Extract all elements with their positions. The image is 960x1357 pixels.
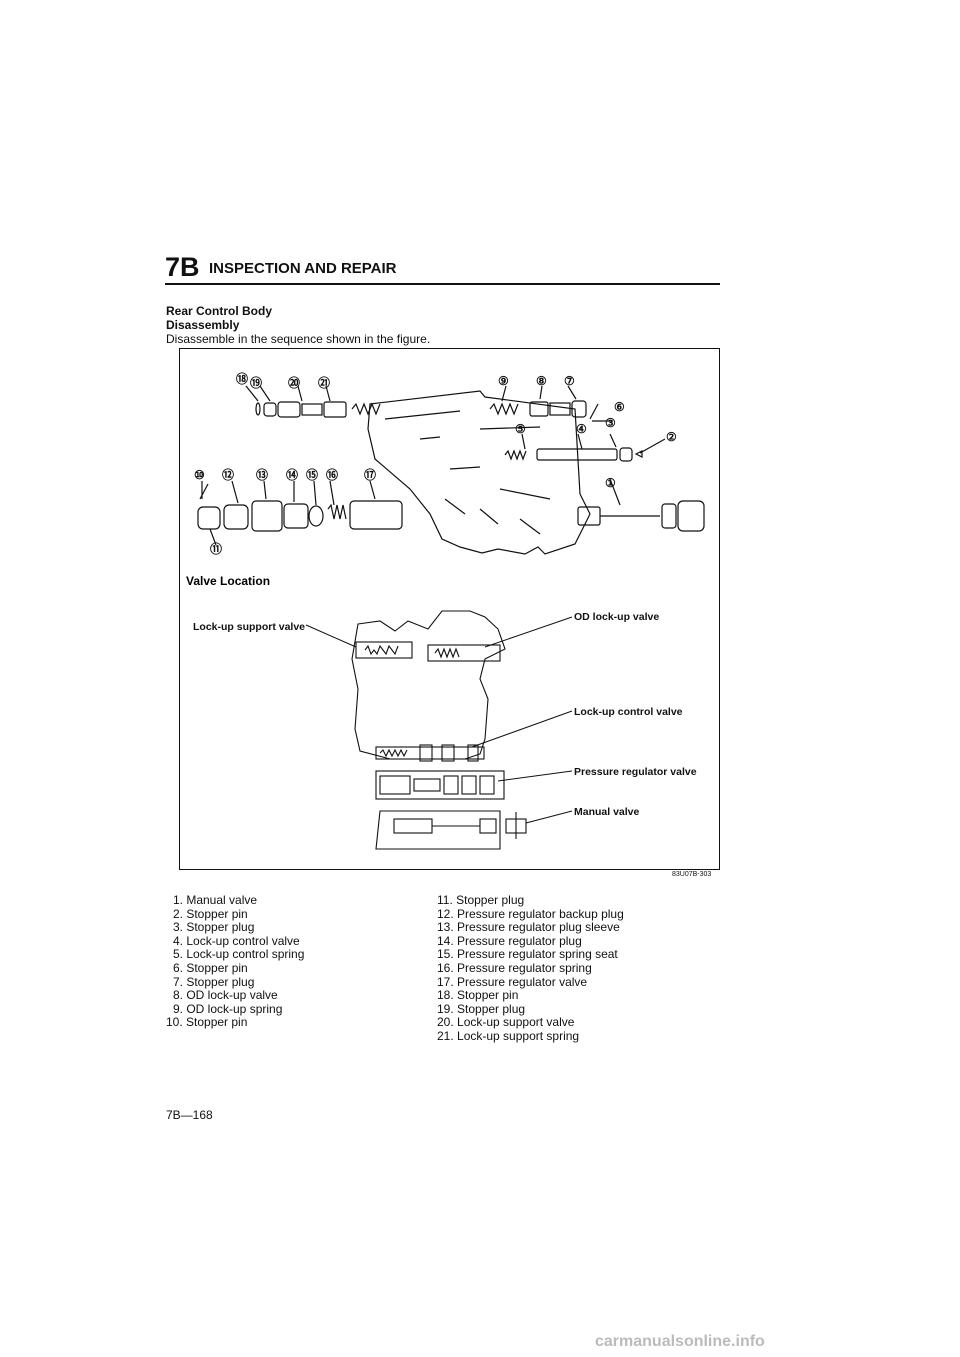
callout-18: ⑱	[236, 371, 248, 386]
list-item: 5. Lock-up control spring	[173, 947, 305, 962]
figure-code: 83U07B-303	[672, 871, 712, 878]
valve-diagram: ⑱ ⑲ ⑳ ㉑ ⑨ ⑧ ⑦ ⑥ ⑤ ④ ③ ② ① ⑩ ⑫ ⑬ ⑭ ⑮ ⑯ ⑰ …	[186, 371, 705, 850]
label-od-lockup-valve: OD lock-up valve	[574, 611, 659, 623]
list-item: 4. Lock-up control valve	[173, 933, 300, 948]
callout-12: ⑫	[222, 467, 234, 482]
section-subheading: Disassembly	[166, 318, 240, 332]
list-item: 16. Pressure regulator spring	[437, 960, 592, 975]
label-pressure-regulator-valve: Pressure regulator valve	[574, 766, 697, 778]
list-item: 10. Stopper pin	[166, 1015, 248, 1030]
section-code: 7B	[165, 252, 200, 282]
callout-2: ②	[666, 430, 677, 444]
parts-list-left: 1. Manual valve 2. Stopper pin 3. Stoppe…	[166, 893, 305, 1030]
list-item: 6. Stopper pin	[173, 960, 248, 975]
list-item: 11. Stopper plug	[437, 893, 525, 907]
callout-21: ㉑	[318, 375, 330, 390]
callout-9: ⑨	[498, 374, 509, 388]
callout-5: ⑤	[515, 422, 526, 436]
parts-list-right: 11. Stopper plug 12. Pressure regulator …	[437, 893, 624, 1044]
callout-3: ③	[605, 416, 616, 430]
section-instruction: Disassemble in the sequence shown in the…	[166, 332, 431, 346]
list-item: 12. Pressure regulator backup plug	[437, 906, 624, 921]
list-item: 7. Stopper plug	[173, 974, 255, 989]
callout-19: ⑲	[250, 375, 262, 390]
callout-20: ⑳	[288, 375, 300, 390]
callout-4: ④	[576, 422, 587, 436]
list-item: 20. Lock-up support valve	[437, 1015, 575, 1030]
callout-1: ①	[605, 476, 616, 490]
list-item: 2. Stopper pin	[173, 906, 248, 921]
list-item: 17. Pressure regulator valve	[437, 974, 588, 989]
list-item: 9. OD lock-up spring	[173, 1001, 283, 1016]
control-body-plate	[367, 390, 591, 555]
list-item: 18. Stopper pin	[437, 988, 519, 1003]
list-item: 8. OD lock-up valve	[173, 988, 278, 1003]
callout-15: ⑮	[306, 467, 318, 482]
label-lockup-control-valve: Lock-up control valve	[574, 706, 683, 718]
callout-6: ⑥	[614, 400, 625, 414]
list-item: 15. Pressure regulator spring seat	[437, 947, 618, 962]
label-lockup-support-valve: Lock-up support valve	[193, 621, 305, 633]
label-manual-valve: Manual valve	[574, 806, 640, 818]
page-number: 7B—168	[166, 1108, 213, 1122]
callout-7: ⑦	[564, 374, 575, 388]
list-item: 21. Lock-up support spring	[437, 1028, 580, 1043]
list-item: 19. Stopper plug	[437, 1001, 526, 1016]
callout-8: ⑧	[536, 374, 547, 388]
callout-10: ⑩	[194, 468, 205, 482]
callout-11: ⑪	[210, 541, 222, 556]
list-item: 3. Stopper plug	[173, 920, 255, 935]
valve-location-title: Valve Location	[186, 574, 270, 588]
header-rule	[165, 283, 720, 285]
section-title: INSPECTION AND REPAIR	[209, 260, 397, 277]
page-header: 7B INSPECTION AND REPAIR	[165, 252, 720, 282]
callout-16: ⑯	[326, 467, 338, 482]
list-item: 13. Pressure regulator plug sleeve	[437, 920, 620, 935]
list-item: 1. Manual valve	[173, 893, 258, 907]
valve-figure: ⑱ ⑲ ⑳ ㉑ ⑨ ⑧ ⑦ ⑥ ⑤ ④ ③ ② ① ⑩ ⑫ ⑬ ⑭ ⑮ ⑯ ⑰ …	[179, 348, 720, 870]
watermark: carmanualsonline.info	[595, 1333, 765, 1350]
callout-14: ⑭	[286, 467, 298, 482]
callout-13: ⑬	[256, 467, 268, 482]
section-heading: Rear Control Body	[166, 304, 273, 318]
valve-body-outline	[351, 610, 506, 760]
callout-17: ⑰	[364, 467, 376, 482]
list-item: 14. Pressure regulator plug	[437, 933, 582, 948]
